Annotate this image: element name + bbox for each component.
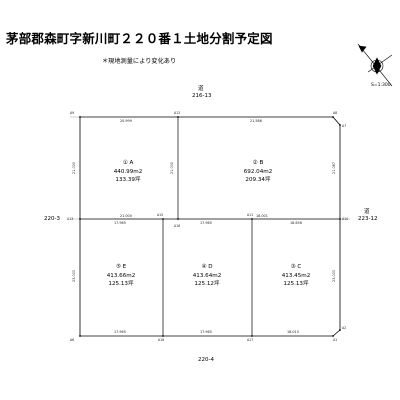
parcel-a-area-m2: 440.99m2 [113,168,143,175]
parcel-d-number: ④ D [201,264,213,270]
parcel-b-number: ② B [252,160,264,166]
dimension-left-lower: 23.000 [71,270,76,282]
dimension-top-right: 21.586 [250,119,262,123]
parcel-c-number: ③ C [290,264,302,270]
dimension-mid-left: 21.000 [120,214,132,218]
dimension-right-lower: 23.000 [331,270,336,282]
point-label-tr: A8 [333,111,338,115]
lot-boundary [79,116,341,337]
dimension-mid-bottom-mid: 17.965 [200,221,212,225]
parcel-c: ③ C 413.45m2 125.13坪 [272,263,320,289]
point-label-tl: A9 [70,111,75,115]
drawing-title: 茅部郡森町字新川町２２０番１土地分割予定図 [6,31,273,46]
lot-division-lines [80,117,340,336]
dimension-mid-bottom-right: 18.656 [290,221,302,225]
survey-note: ＊現地測量により変化あり [102,58,177,65]
dimension-bottom-left: 17.965 [114,330,126,334]
scale-label: S=1:300 [371,83,391,88]
corner-markers [79,116,341,337]
lot-east-number: 223-12 [358,216,378,222]
parcel-e-area-tsubo: 125.13坪 [108,281,134,287]
parcel-e-number: ⑤ E [115,264,127,270]
road-east-label: 道 [364,209,370,215]
parcel-e: ⑤ E 413.66m2 125.13坪 [97,263,145,289]
dimension-bottom-right: 18.015 [287,330,299,334]
dimension-mid-bottom-left: 17.965 [114,221,126,225]
lot-north-number: 216-13 [192,93,212,99]
point-label-mr: A10 [342,217,349,221]
lot-south-number: 220-4 [198,357,214,363]
road-north-label: 道 [198,86,204,92]
parcel-b: ② B 692.04m2 209.34坪 [234,159,282,185]
parcel-a-area-tsubo: 133.39坪 [115,177,141,183]
parcel-a: ① A 440.99m2 133.39坪 [104,159,152,185]
lot-west-number: 220-3 [44,216,60,222]
parcel-a-number: ① A [122,160,134,166]
point-label-bl: A6 [70,338,75,342]
point-label-tm: A12 [174,111,181,115]
parcel-c-area-m2: 413.45m2 [281,272,311,279]
dimension-bottom-mid: 17.965 [200,330,212,334]
parcel-b-area-m2: 692.04m2 [243,168,273,175]
point-label-ml: A13 [67,217,74,221]
point-label-bm1: A18 [158,338,165,342]
point-label-br2: A2 [342,326,347,330]
parcel-d-area-tsubo: 125.12坪 [194,281,220,287]
parcel-c-area-tsubo: 125.13坪 [283,281,309,287]
point-label-bm2: A17 [247,338,254,342]
point-label-br: A1 [333,338,338,342]
dimension-top-left: 20.999 [120,119,132,123]
parcel-d: ④ D 413.64m2 125.12坪 [183,263,231,289]
point-label-mid-b: A16 [174,224,181,228]
dimension-right-upper: 21.087 [331,162,336,174]
north-compass-icon [357,43,393,87]
point-label-mc: A11 [247,213,254,217]
dimension-left-upper: 21.000 [71,162,76,174]
parcel-e-area-m2: 413.66m2 [106,272,136,279]
dimension-mid-upper: 21.000 [169,162,174,174]
dimension-mid-mark: 18.001 [256,214,268,218]
parcel-d-area-m2: 413.64m2 [192,272,222,279]
point-label-mm: A15 [157,213,164,217]
point-label-tr2: A7 [342,124,347,128]
neighbour-lines [70,116,350,220]
parcel-b-area-tsubo: 209.34坪 [245,177,271,183]
